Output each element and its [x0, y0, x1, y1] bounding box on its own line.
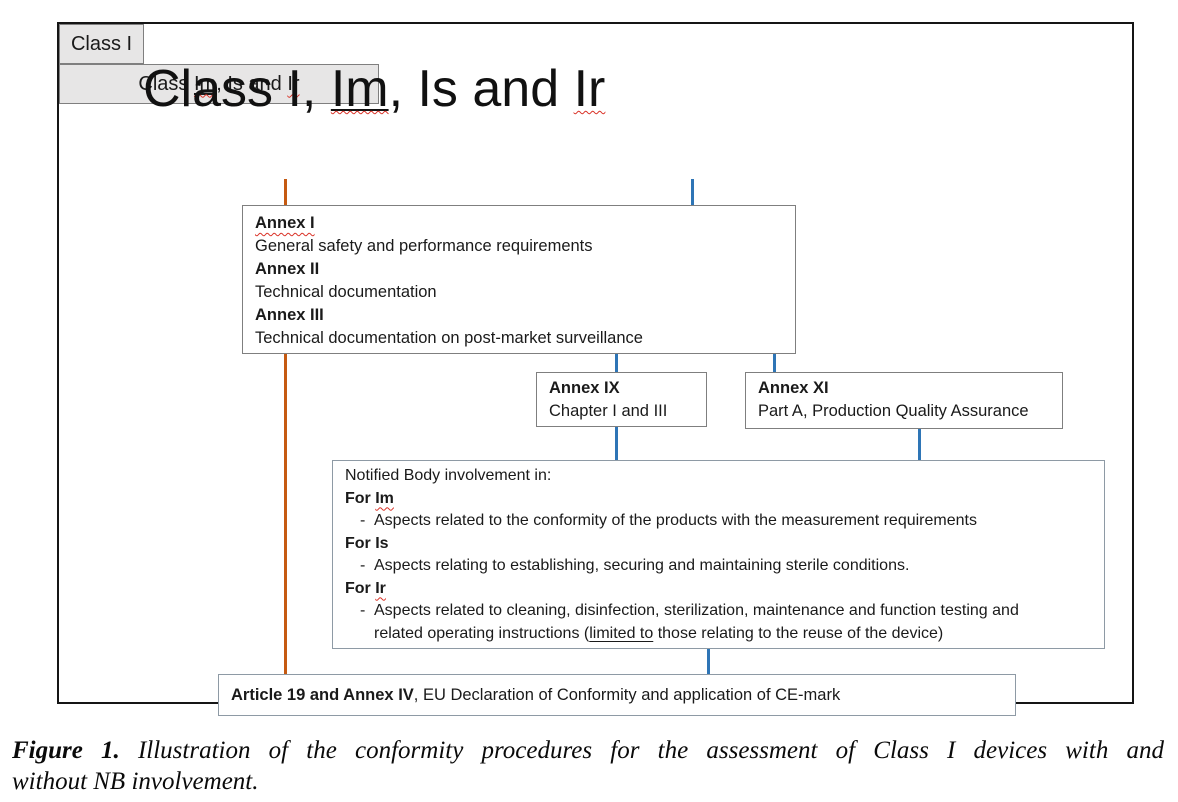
class-im-is-ir-box: Class Im, Is and Ir: [59, 64, 379, 104]
bullet-dash: -: [360, 512, 366, 529]
annex-iii-heading: Annex III: [255, 306, 324, 324]
class-i-connector-bottom: [284, 354, 287, 674]
for-ir-heading: For Ir: [345, 578, 1092, 601]
for-im-text: Im: [375, 489, 394, 507]
annex-xi-to-notified-connector: [918, 429, 921, 460]
class-i-connector-top: [284, 179, 287, 205]
ir-bullet-line1-text: Aspects related to cleaning, disinfectio…: [374, 602, 1019, 619]
annex-ii-heading: Annex II: [255, 260, 320, 278]
notified-body-intro: Notified Body involvement in:: [345, 467, 552, 484]
caption-figure-label: Figure 1.: [12, 737, 120, 764]
annex-i-heading: Annex I: [255, 212, 783, 235]
notified-body-box: Notified Body involvement in: For Im -As…: [332, 460, 1105, 649]
bullet-dash: -: [360, 557, 366, 574]
caption-line1-text: Illustration of the conformity procedure…: [137, 737, 1165, 764]
class-i-box: Class I: [59, 24, 144, 64]
annex-xi-heading: Annex XI: [758, 379, 829, 397]
is-bullet-text: Aspects relating to establishing, securi…: [374, 557, 910, 574]
ir-bullet-line2-pre: related operating instructions (: [374, 624, 590, 642]
im-bullet-text: Aspects related to the conformity of the…: [374, 512, 977, 529]
title-part2: , Is and: [388, 60, 574, 118]
class-im-part2: , Is and: [216, 72, 288, 95]
for-im-prefix: For: [345, 489, 376, 507]
bullet-dash: -: [360, 602, 366, 619]
annex-ix-box: Annex IX Chapter I and III: [536, 372, 707, 427]
class-im-part1: Class: [138, 72, 194, 95]
title-im: Im: [330, 60, 389, 118]
annex-i-heading-text: Annex I: [255, 214, 315, 232]
annex-ix-to-notified-connector: [615, 427, 618, 460]
im-bullet: -Aspects related to the conformity of th…: [345, 510, 1092, 533]
ir-bullet-limited-to: limited to: [589, 624, 654, 642]
title-part1: Class I,: [143, 60, 331, 118]
article-19-bold: Article 19 and Annex IV: [231, 685, 414, 704]
class-im-box-label: Class Im, Is and Ir: [138, 73, 299, 96]
for-im-heading: For Im: [345, 488, 1092, 511]
ir-bullet-line1: -Aspects related to cleaning, disinfecti…: [345, 600, 1092, 623]
figure-caption: Figure 1. Illustration of the conformity…: [12, 735, 1164, 797]
title-im-underline: Im: [331, 60, 389, 118]
notified-to-article-connector: [707, 649, 710, 674]
caption-line1: Figure 1. Illustration of the conformity…: [12, 735, 1164, 766]
annex-ix-description: Chapter I and III: [549, 402, 668, 420]
annex-xi-box: Annex XI Part A, Production Quality Assu…: [745, 372, 1063, 429]
ir-bullet-line2: related operating instructions (limited …: [345, 623, 1092, 646]
title-ir: Ir: [573, 60, 606, 118]
article-19-rest: , EU Declaration of Conformity and appli…: [413, 685, 841, 704]
article-19-box: Article 19 and Annex IV, EU Declaration …: [218, 674, 1016, 716]
class-im-ir: Ir: [287, 72, 300, 95]
for-is-heading: For Is: [345, 534, 389, 552]
for-ir-prefix: For: [345, 579, 376, 597]
annex-ii-description: Technical documentation: [255, 283, 437, 301]
annex-requirements-box: Annex I General safety and performance r…: [242, 205, 796, 354]
article-19-text: Article 19 and Annex IV, EU Declaration …: [231, 686, 840, 705]
is-bullet: -Aspects relating to establishing, secur…: [345, 555, 1092, 578]
class-im-im-underline: Im: [194, 73, 216, 95]
page-title: Class I, Im, Is and Ir: [143, 60, 605, 120]
annex-ix-heading: Annex IX: [549, 379, 620, 397]
connector-to-annex-ix: [615, 354, 618, 372]
class-im-connector-top: [691, 179, 694, 205]
class-i-label: Class I: [70, 32, 133, 55]
annex-iii-description: Technical documentation on post-market s…: [255, 329, 643, 347]
ir-bullet-line2-post: those relating to the reuse of the devic…: [653, 624, 944, 642]
connector-to-annex-xi: [773, 354, 776, 372]
class-im-im: Im: [193, 72, 217, 95]
annex-i-description: General safety and performance requireme…: [255, 237, 593, 255]
for-ir-text: Ir: [375, 579, 386, 597]
diagram-frame: Class I, Im, Is and Ir Class I Class Im,…: [57, 22, 1134, 716]
annex-xi-description: Part A, Production Quality Assurance: [758, 402, 1029, 420]
caption-line2: without NB involvement.: [12, 768, 259, 795]
